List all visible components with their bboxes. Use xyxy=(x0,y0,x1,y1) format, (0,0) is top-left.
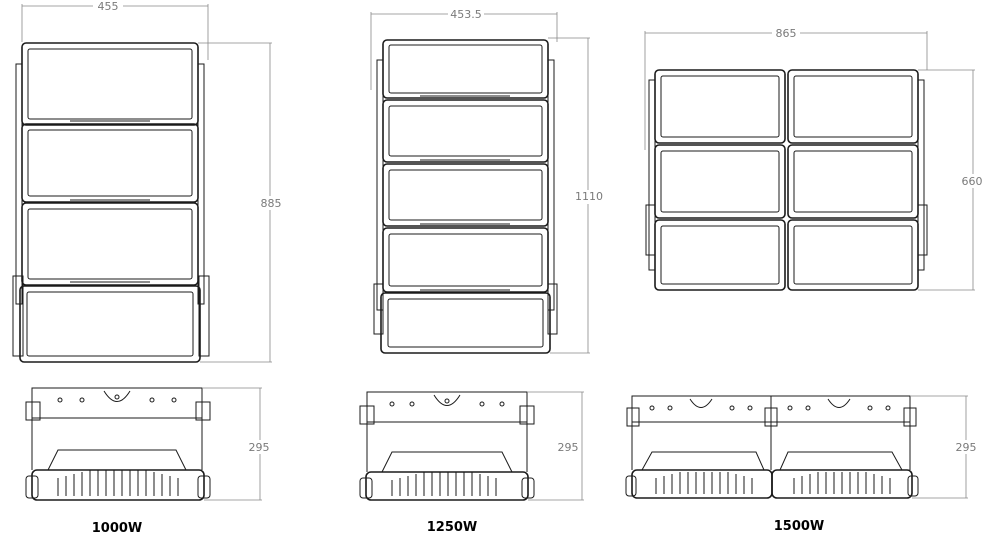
height-label-bg xyxy=(246,440,272,454)
height-dimension: 660 xyxy=(962,175,983,188)
height-label-bg xyxy=(953,440,979,454)
height-dimension: 1110 xyxy=(575,190,603,203)
height-label-bg xyxy=(555,440,581,454)
frame xyxy=(373,39,558,354)
heatsink-fins xyxy=(57,470,179,496)
front-view-1000w: 455 885 xyxy=(12,0,284,363)
heatsink-fins xyxy=(391,472,497,496)
frame xyxy=(645,69,928,291)
model-caption-1500w: 1500W xyxy=(774,519,825,534)
width-label-bg xyxy=(772,27,800,39)
model-caption-1250w: 1250W xyxy=(427,520,478,535)
side-height-dimension: 295 xyxy=(558,441,579,454)
side-view-1000w: 295 xyxy=(25,387,272,501)
width-label-bg xyxy=(93,0,123,11)
front-view-1250w: 453.5 1110 xyxy=(370,8,603,354)
heatsink-fins xyxy=(655,472,891,494)
front-view-1500w: 865 660 xyxy=(644,27,985,291)
width-dimension: 865 xyxy=(776,27,797,40)
frame xyxy=(12,42,210,363)
width-dimension: 453.5 xyxy=(450,8,482,21)
side-height-dimension: 295 xyxy=(249,441,270,454)
side-view-1500w: 295 xyxy=(625,395,979,499)
width-dimension: 455 xyxy=(98,0,119,13)
width-label-bg xyxy=(448,8,484,20)
side-height-dimension: 295 xyxy=(956,441,977,454)
height-label-bg xyxy=(576,190,602,204)
height-label-bg xyxy=(256,196,284,210)
dimension-lines xyxy=(21,4,272,363)
model-caption-1000w: 1000W xyxy=(92,521,143,536)
side-view-1250w: 295 xyxy=(359,391,584,501)
height-label-bg xyxy=(960,174,985,188)
height-dimension: 885 xyxy=(261,197,282,210)
